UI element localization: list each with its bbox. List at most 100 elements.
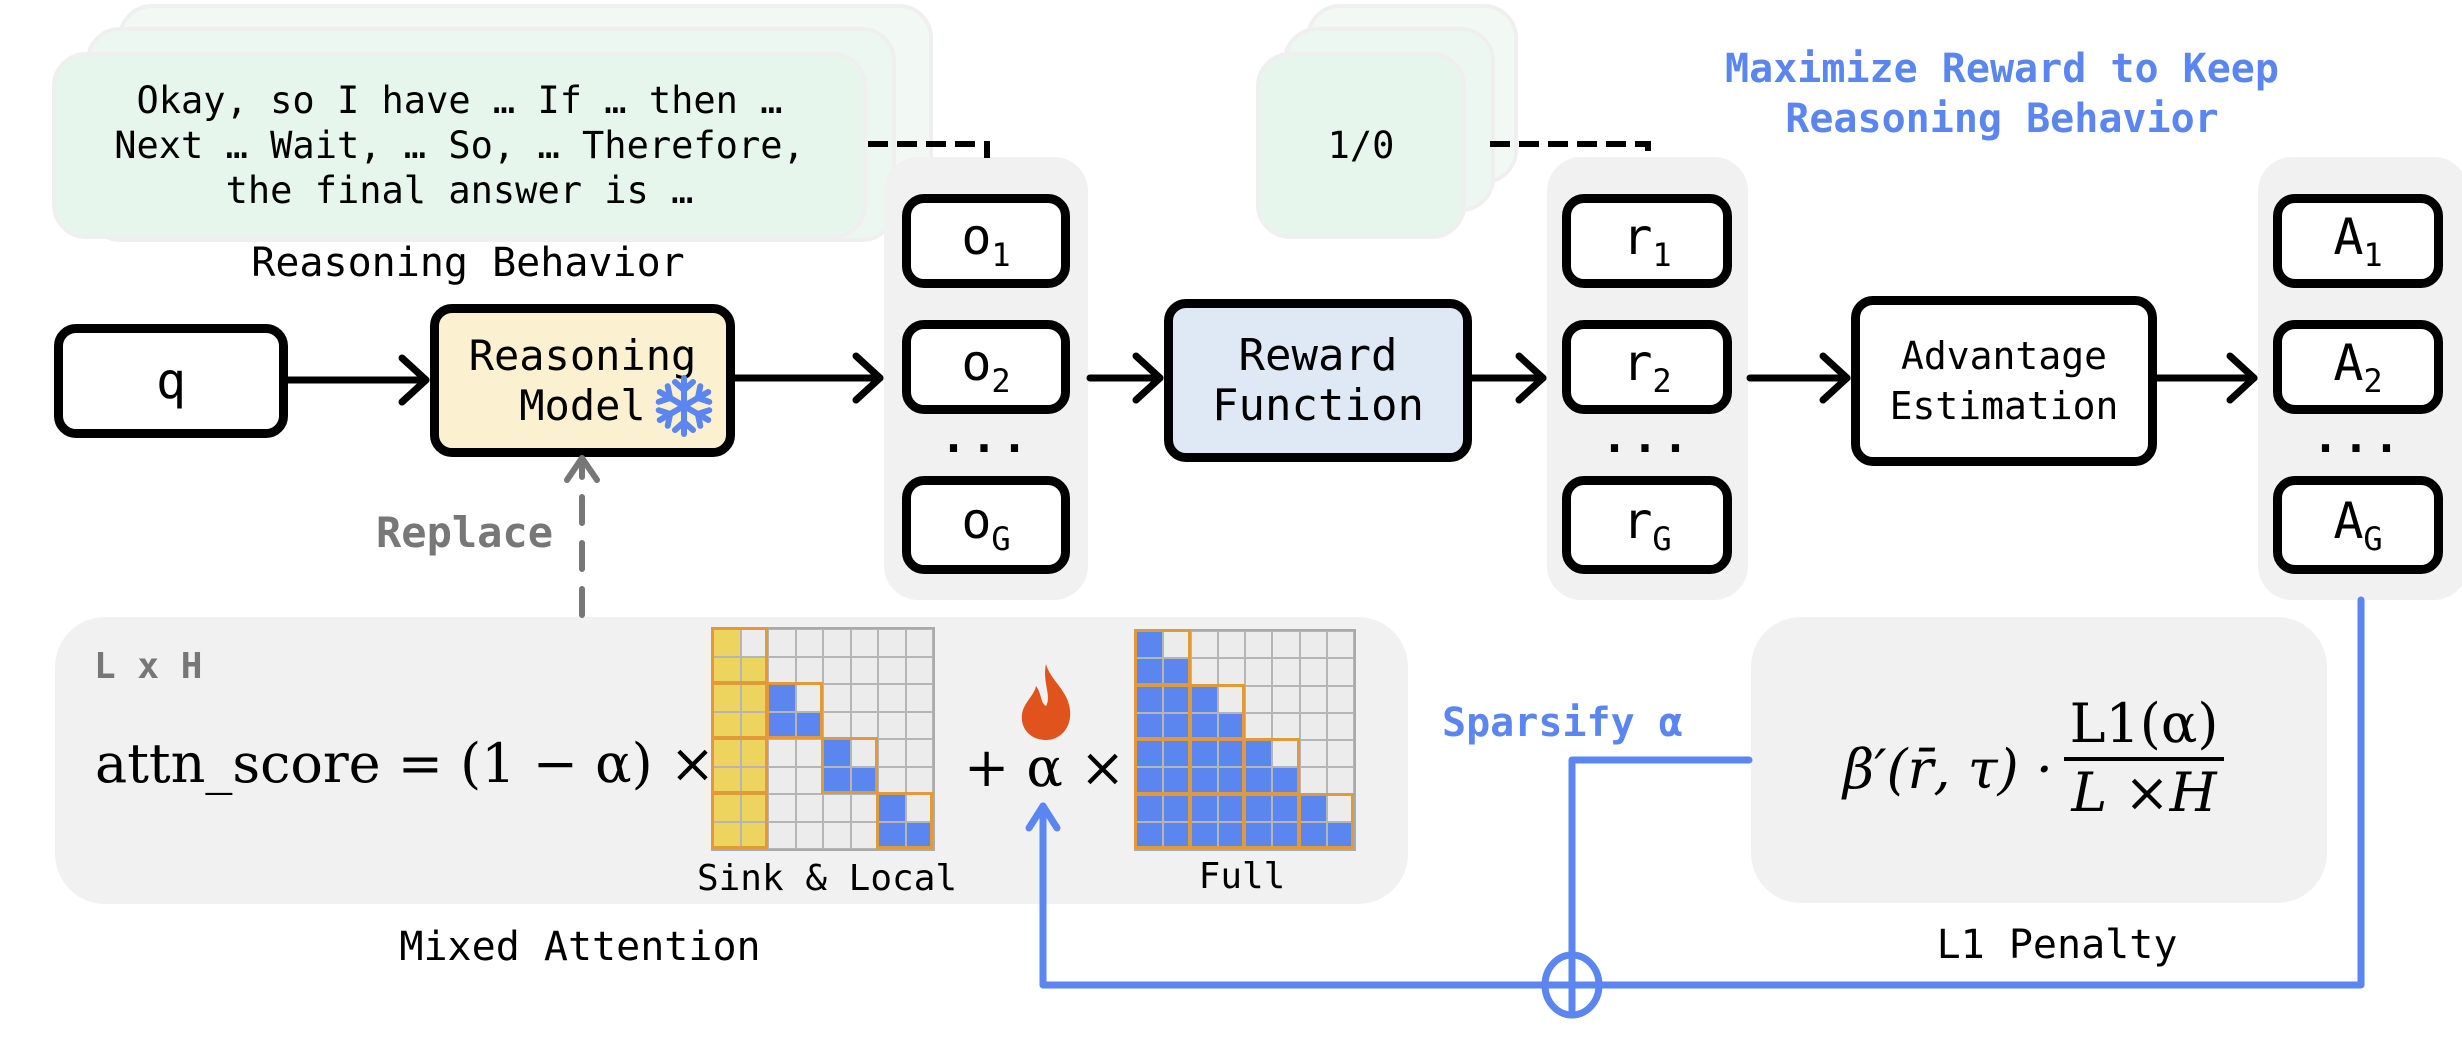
mask-cell: [850, 684, 878, 712]
reward-sample-text: 1/0: [1327, 124, 1395, 167]
mask-cell: [1272, 631, 1300, 659]
mask-cell: [795, 766, 823, 794]
l1-penalty-panel: [1751, 617, 2327, 903]
reasoning-sample-text: Okay, so I have … If … then … Next … Wai…: [114, 79, 805, 212]
reasoning-sample-card: Okay, so I have … If … then … Next … Wai…: [52, 52, 867, 239]
mask-cell: [1245, 658, 1273, 686]
mask-cell: [740, 684, 768, 712]
attn-formula-lhs: attn_score = (1 − α) ×: [95, 732, 716, 795]
reward-box-1[interactable]: r1: [1562, 194, 1732, 288]
mask-cell: [740, 739, 768, 767]
mask-cell: [1245, 631, 1273, 659]
dashed-link-sample-to-outputs: [868, 141, 990, 158]
mask-cell: [768, 629, 796, 657]
mask-cell: [850, 794, 878, 822]
mask-cell: [1190, 712, 1218, 740]
mask-cell: [1245, 685, 1273, 713]
output-label-G: oG: [961, 492, 1011, 558]
mask-cell: [1217, 712, 1245, 740]
mask-cell: [1326, 685, 1354, 713]
replace-arrowhead: [564, 455, 600, 483]
mask-cell: [1245, 794, 1273, 822]
advantage-label-1: A1: [2333, 208, 2383, 274]
dashed-link-reward-sample-to-rewards: [1490, 141, 1651, 158]
feedback-line-advantages: [1598, 596, 2365, 989]
mask-cell: [1299, 685, 1327, 713]
mask-cell: [1299, 631, 1327, 659]
output-box-G[interactable]: oG: [902, 476, 1070, 574]
output-box-2[interactable]: o2: [902, 320, 1070, 414]
output-label-1: o1: [961, 208, 1011, 274]
advantages-ellipsis: ...: [2312, 412, 2404, 463]
snowflake-icon: [654, 375, 714, 438]
mask-cell: [850, 629, 878, 657]
mask-cell: [1190, 658, 1218, 686]
query-label: q: [155, 352, 187, 410]
reasoning-behavior-caption: Reasoning Behavior: [251, 240, 685, 286]
reasoning-model-box[interactable]: Reasoning Model: [430, 304, 735, 457]
reward-function-label: Reward Function: [1212, 329, 1424, 431]
mask-cell: [713, 711, 741, 739]
mask-cell: [768, 739, 796, 767]
mask-cell: [1326, 631, 1354, 659]
full-caption: Full: [1198, 856, 1286, 897]
mask-cell: [1299, 767, 1327, 795]
arrowhead-advantage-to-advantages: [2226, 352, 2258, 404]
l1-formula-fraction: L1(α) L ×H: [2064, 692, 2224, 824]
mask-cell: [795, 821, 823, 849]
mask-cell: [795, 794, 823, 822]
query-box[interactable]: q: [54, 324, 288, 438]
mask-cell: [905, 684, 933, 712]
mask-cell: [878, 656, 906, 684]
mask-cell: [905, 821, 933, 849]
reward-function-box[interactable]: Reward Function: [1164, 299, 1472, 462]
objective-title-line1: Maximize Reward to Keep: [1725, 46, 2279, 92]
mask-cell: [713, 821, 741, 849]
rewards-ellipsis: ...: [1601, 412, 1693, 463]
mask-cell: [823, 794, 851, 822]
advantage-box-G[interactable]: AG: [2273, 476, 2443, 574]
arrowhead-query-to-model: [398, 354, 430, 406]
reward-box-G[interactable]: rG: [1562, 476, 1732, 574]
mask-cell: [1190, 631, 1218, 659]
mask-cell: [850, 656, 878, 684]
replace-label: Replace: [376, 508, 554, 557]
sparsify-line: [1568, 756, 1753, 959]
mask-cell: [1136, 712, 1164, 740]
feedback-line-to-alpha: [1039, 802, 1546, 989]
reward-sample-card: 1/0: [1256, 52, 1466, 239]
advantage-label-2: A2: [2333, 334, 2383, 400]
mask-cell: [823, 684, 851, 712]
mask-cell: [878, 766, 906, 794]
mask-cell: [1217, 740, 1245, 768]
advantage-box-2[interactable]: A2: [2273, 320, 2443, 414]
mask-cell: [1326, 712, 1354, 740]
objective-title: Maximize Reward to Keep Reasoning Behavi…: [1725, 44, 2279, 144]
advantage-estimation-box[interactable]: Advantage Estimation: [1851, 296, 2157, 466]
mask-cell: [1136, 631, 1164, 659]
mask-cell: [878, 684, 906, 712]
mask-cell: [1217, 658, 1245, 686]
mask-cell: [878, 821, 906, 849]
l1-penalty-caption: L1 Penalty: [1936, 922, 2178, 968]
mask-cell: [1299, 740, 1327, 768]
layer-head-scope-label: L x H: [94, 646, 203, 687]
mask-cell: [905, 656, 933, 684]
mask-cell: [1190, 740, 1218, 768]
full-mask: [1134, 629, 1356, 851]
reward-label-1: r1: [1622, 208, 1672, 274]
output-box-1[interactable]: o1: [902, 194, 1070, 288]
mask-cell: [713, 629, 741, 657]
objective-title-line2: Reasoning Behavior: [1785, 96, 2219, 142]
mask-cell: [768, 794, 796, 822]
advantage-box-1[interactable]: A1: [2273, 194, 2443, 288]
reward-box-2[interactable]: r2: [1562, 320, 1732, 414]
mask-cell: [768, 821, 796, 849]
mask-cell: [1190, 794, 1218, 822]
mask-cell: [740, 629, 768, 657]
reward-label-2: r2: [1622, 334, 1672, 400]
mask-cell: [878, 629, 906, 657]
mask-cell: [823, 656, 851, 684]
mask-cell: [1163, 767, 1191, 795]
